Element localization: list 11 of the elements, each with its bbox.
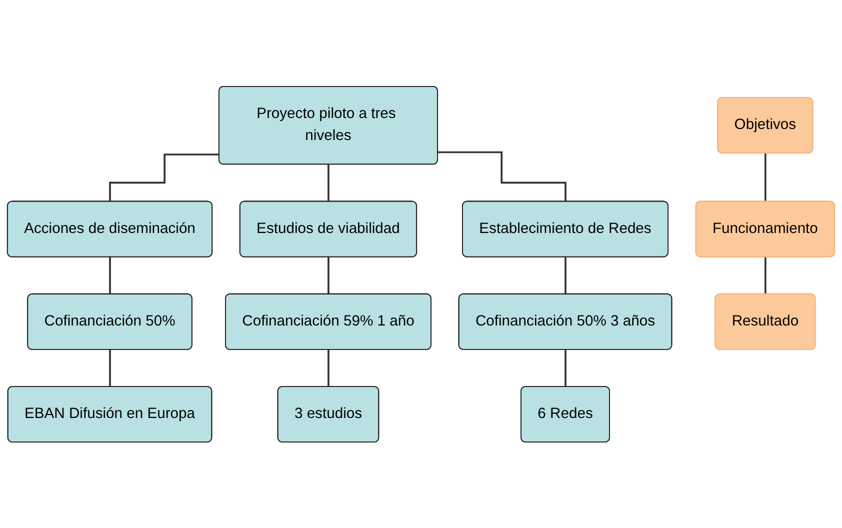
connector	[438, 151, 567, 202]
connector	[328, 164, 330, 202]
connector	[764, 256, 767, 296]
connector	[109, 348, 112, 388]
connector	[764, 152, 767, 202]
connector	[328, 348, 330, 388]
connector	[109, 256, 112, 296]
connector	[564, 348, 567, 388]
connector	[328, 256, 330, 296]
connector	[564, 256, 567, 296]
connector	[109, 153, 220, 202]
